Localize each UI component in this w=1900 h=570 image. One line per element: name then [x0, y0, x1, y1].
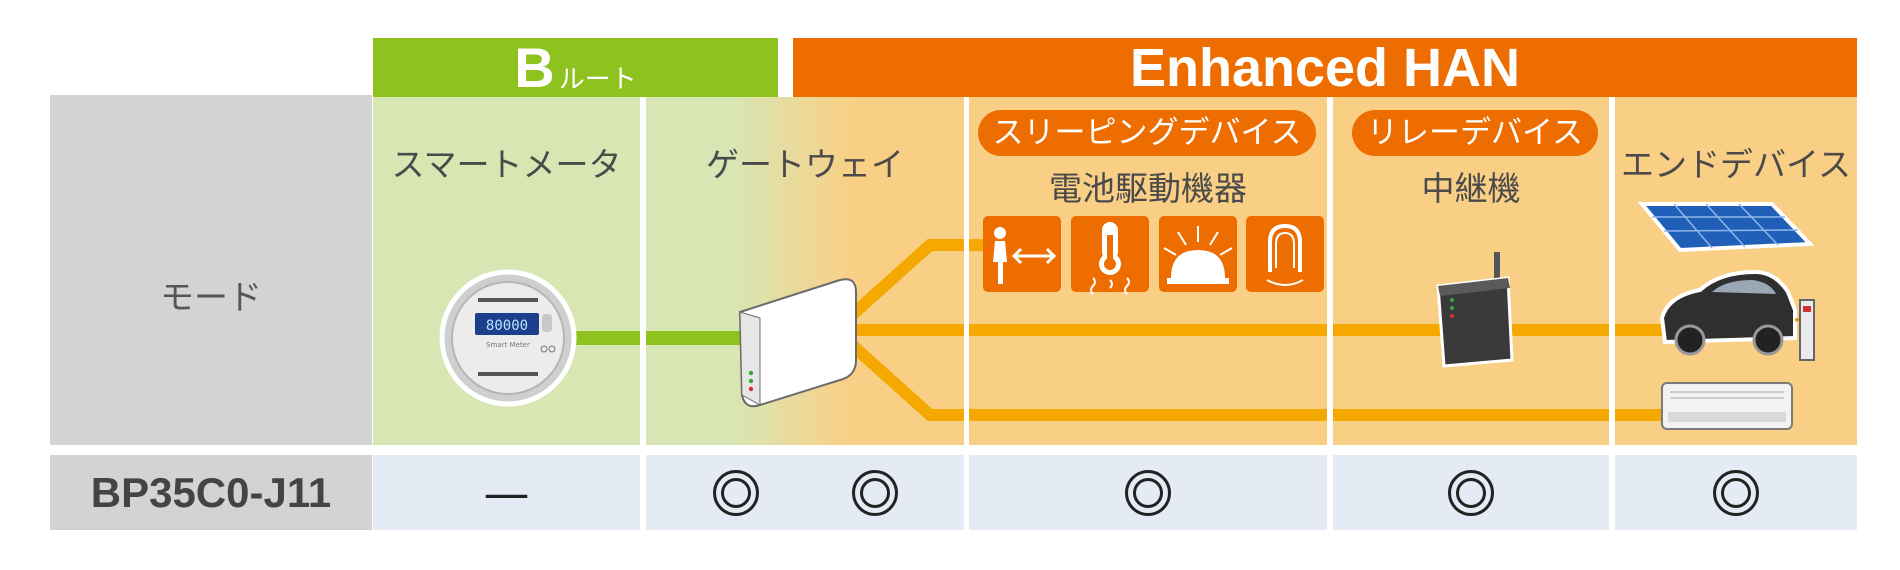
support-gateway-han-double-circle	[851, 469, 898, 516]
enhanced-han-header: Enhanced HAN	[793, 38, 1857, 98]
smart-meter-icon: 80000 Smart Meter	[439, 269, 577, 407]
b-route-header: B ルート	[373, 38, 778, 98]
support-sleeping-device	[969, 455, 1327, 530]
support-gateway-cell	[646, 455, 964, 530]
motion-sensor-icon	[983, 216, 1061, 292]
support-end-device	[1615, 455, 1857, 530]
end-device-title: エンドデバイス	[1620, 145, 1851, 184]
product-label: BP35C0-J11	[50, 455, 372, 530]
support-relay-device	[1333, 455, 1609, 530]
sleeping-device-subtitle: 電池駆動機器	[1049, 169, 1247, 208]
gateway-icon	[738, 278, 857, 408]
mode-row-header	[50, 95, 372, 445]
support-relay-double-circle	[1448, 469, 1494, 516]
b-route-suffix: ルート	[558, 63, 637, 94]
air-conditioner-icon	[1661, 382, 1793, 430]
relay-device-pill: リレーデバイス	[1352, 110, 1598, 156]
support-end-double-circle	[1713, 469, 1759, 516]
smart-meter-title: スマートメータ	[391, 145, 622, 184]
sleeping-device-pill: スリーピングデバイス	[978, 110, 1316, 156]
support-gateway-b-double-circle	[712, 469, 759, 516]
support-smart-meter: —	[373, 455, 640, 530]
light-sensor-icon	[1159, 216, 1237, 292]
meter-brand-text: Smart Meter	[486, 341, 530, 349]
electric-vehicle-icon	[1659, 269, 1815, 361]
relay-router-icon	[1436, 252, 1514, 368]
gateway-title: ゲートウェイ	[706, 145, 904, 184]
solar-panel-icon	[1637, 202, 1815, 253]
support-sleeping-double-circle	[1125, 469, 1171, 516]
link-to-sleeping-devices	[847, 239, 1000, 320]
support-smart-meter-dash: —	[483, 465, 530, 520]
b-route-letter: B	[514, 36, 555, 99]
door-sensor-icon	[1246, 216, 1324, 292]
thermometer-icon	[1071, 216, 1149, 295]
mode-label: モード	[160, 278, 262, 318]
link-to-aircon	[847, 340, 1680, 421]
relay-device-subtitle: 中継機	[1421, 169, 1521, 208]
meter-display-text: 80000	[486, 318, 528, 334]
